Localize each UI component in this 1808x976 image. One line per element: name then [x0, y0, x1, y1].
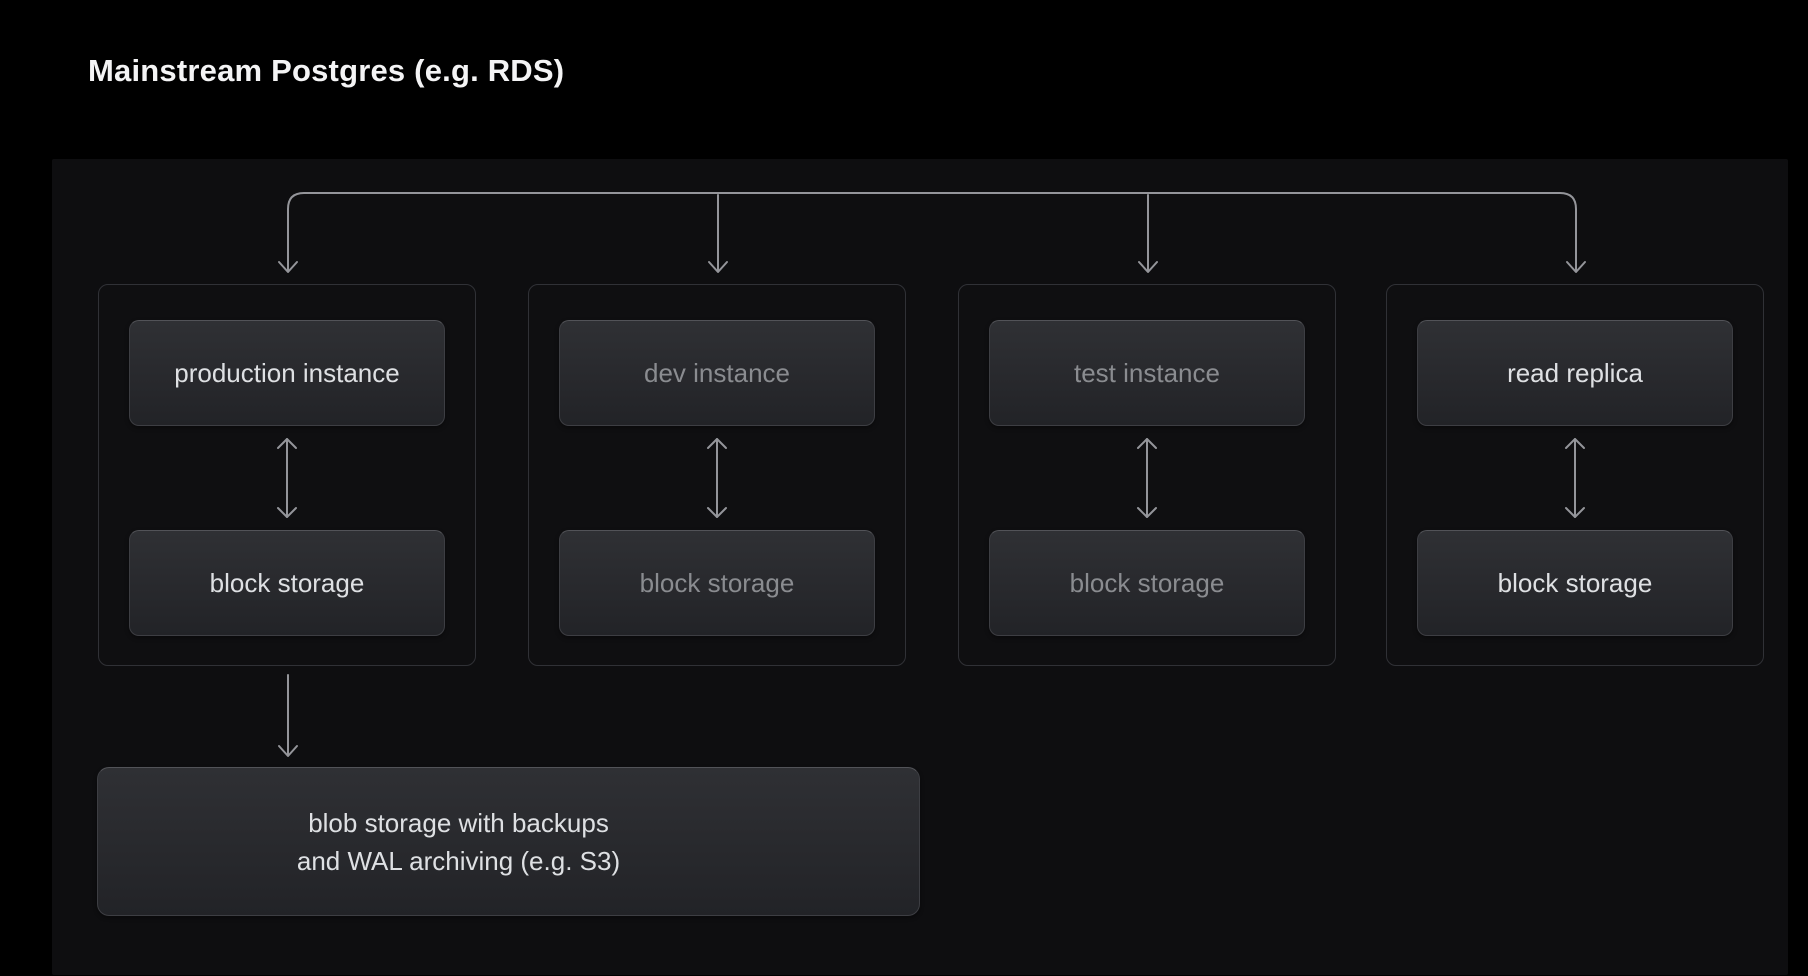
group-test: test instance block storage [958, 284, 1336, 666]
diagram-canvas: production instance block storage dev in… [52, 159, 1788, 975]
group-dev: dev instance block storage [528, 284, 906, 666]
updown-arrow-icon [277, 438, 297, 518]
node-dev-instance: dev instance [559, 320, 875, 426]
blob-storage-line1: blob storage with backups [308, 807, 609, 838]
group-read-replica: read replica block storage [1386, 284, 1764, 666]
down-arrow-icon [1566, 261, 1586, 273]
updown-arrow-icon [1137, 438, 1157, 518]
blob-storage-line2: and WAL archiving (e.g. S3) [296, 845, 621, 876]
node-test-instance: test instance [989, 320, 1305, 426]
down-arrow-icon [708, 261, 728, 273]
blob-arrow-icon [278, 745, 298, 757]
group-production: production instance block storage [98, 284, 476, 666]
down-arrow-icon [278, 261, 298, 273]
down-arrow-icon [1138, 261, 1158, 273]
node-block-storage: block storage [559, 530, 875, 636]
updown-arrow-icon [1565, 438, 1585, 518]
page-title: Mainstream Postgres (e.g. RDS) [88, 53, 565, 88]
node-block-storage: block storage [129, 530, 445, 636]
node-block-storage: block storage [1417, 530, 1733, 636]
updown-arrow-icon [707, 438, 727, 518]
node-block-storage: block storage [989, 530, 1305, 636]
top-connector-bar [287, 192, 1577, 272]
node-production-instance: production instance [129, 320, 445, 426]
node-blob-storage: blob storage with backups and WAL archiv… [97, 767, 920, 916]
node-read-replica: read replica [1417, 320, 1733, 426]
